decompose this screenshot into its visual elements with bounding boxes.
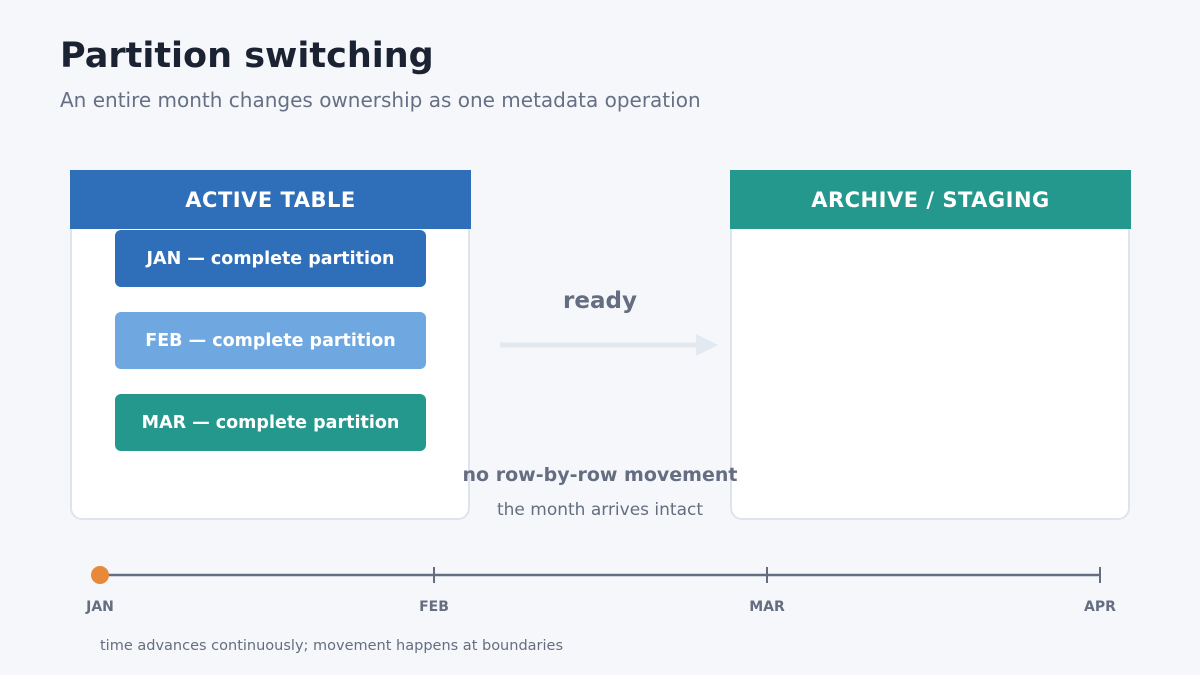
timeline-label-apr: APR [1084,599,1116,615]
timeline-marker [91,566,109,584]
note-main: no row-by-row movement [462,464,738,486]
transfer-arrow-head [696,334,718,356]
partition-feb[interactable]: FEB — complete partition [115,312,426,369]
page-title: Partition switching [60,36,434,76]
partition-jan[interactable]: JAN — complete partition [115,230,426,287]
timeline-label-feb: FEB [419,599,449,615]
note-sub: the month arrives intact [496,500,704,520]
archive-staging-header: ARCHIVE / STAGING [730,170,1131,229]
partition-mar[interactable]: MAR — complete partition [115,394,426,451]
timeline-label-jan: JAN [86,599,114,615]
page-subtitle: An entire month changes ownership as one… [60,88,701,112]
timeline-label-mar: MAR [749,599,785,615]
timeline-footnote: time advances continuously; movement hap… [100,638,563,654]
ready-label: ready [563,288,637,314]
active-table-header: ACTIVE TABLE [70,170,471,229]
